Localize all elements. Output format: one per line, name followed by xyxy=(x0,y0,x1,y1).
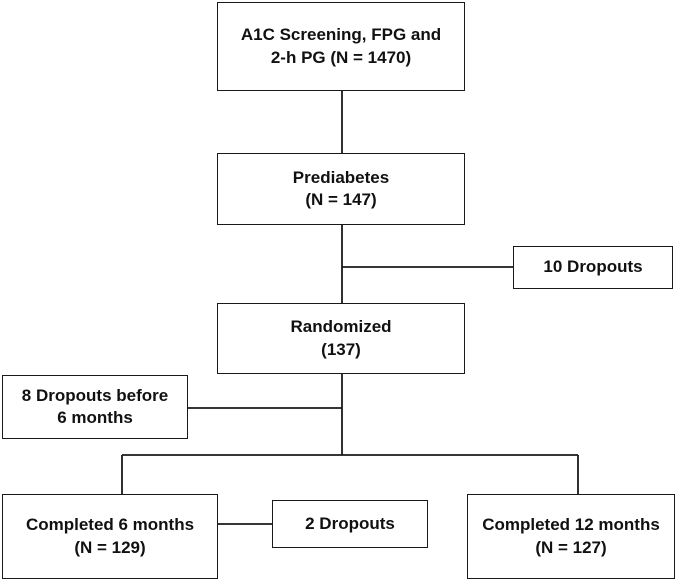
completed-6-line-2: (N = 129) xyxy=(74,537,146,557)
dropouts-10-line-1: 10 Dropouts xyxy=(543,257,643,277)
screening-line-2: 2-h PG (N = 1470) xyxy=(270,47,412,67)
randomized-box: Randomized (137) xyxy=(217,303,465,374)
completed-12-line-1: Completed 12 months xyxy=(482,515,660,535)
completed-12-months-box: Completed 12 months (N = 127) xyxy=(467,494,675,579)
prediabetes-box: Prediabetes (N = 147) xyxy=(217,153,465,225)
randomized-line-1: Randomized xyxy=(290,317,392,337)
prediabetes-line-2: (N = 147) xyxy=(305,190,377,209)
dropouts-10-box: 10 Dropouts xyxy=(513,246,673,289)
completed-6-line-1: Completed 6 months xyxy=(25,515,195,535)
completed-6-months-box: Completed 6 months (N = 129) xyxy=(2,494,218,579)
screening-box: A1C Screening, FPG and 2-h PG (N = 1470) xyxy=(217,2,465,91)
dropouts-2-box: 2 Dropouts xyxy=(272,500,428,548)
prediabetes-line-1: Prediabetes xyxy=(292,167,390,187)
randomized-line-2: (137) xyxy=(321,339,361,359)
dropouts-2-line-1: 2 Dropouts xyxy=(305,513,395,533)
dropouts-8-box: 8 Dropouts before 6 months xyxy=(2,375,188,439)
screening-line-1: A1C Screening, FPG and xyxy=(240,25,442,45)
completed-12-line-2: (N = 127) xyxy=(535,537,607,557)
dropouts-8-line-2: 6 months xyxy=(57,408,133,427)
dropouts-8-line-1: 8 Dropouts before xyxy=(21,385,169,405)
